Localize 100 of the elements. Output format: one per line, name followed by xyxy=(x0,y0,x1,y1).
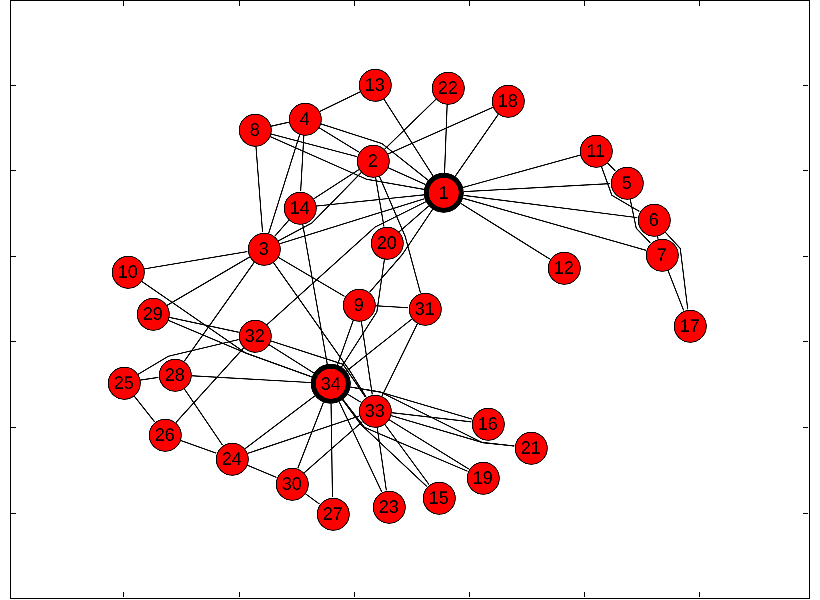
node-circle: 4 xyxy=(288,102,322,136)
edge-line xyxy=(270,136,424,190)
node-circle: 20 xyxy=(370,226,404,260)
edge-line xyxy=(320,123,429,181)
edge-line xyxy=(144,251,248,270)
edge-line xyxy=(280,198,426,245)
edge-line xyxy=(464,183,611,192)
edge-line xyxy=(390,415,515,447)
edge-line xyxy=(391,412,472,423)
node-circle: 9 xyxy=(342,288,376,322)
edge-line xyxy=(463,154,580,188)
node-circle: 24 xyxy=(216,442,248,476)
edge-line xyxy=(256,146,264,233)
edge-line xyxy=(168,316,240,334)
edge-line xyxy=(278,256,346,298)
edge-line xyxy=(388,419,470,470)
node-circle: 25 xyxy=(108,366,140,400)
edge-line xyxy=(270,340,366,398)
edge-line xyxy=(176,348,244,424)
edge-line xyxy=(454,114,500,177)
edge-line xyxy=(378,176,422,294)
node-circle: 22 xyxy=(432,72,464,104)
node-circle: 12 xyxy=(548,252,580,284)
node-circle: 5 xyxy=(610,166,644,200)
node-circle: 33 xyxy=(358,394,392,428)
edge-line xyxy=(360,321,374,395)
edge-line xyxy=(318,127,360,153)
edge-line xyxy=(268,344,314,374)
edge-line xyxy=(375,177,385,227)
edge-line xyxy=(630,199,651,244)
node-circle: 6 xyxy=(638,204,670,236)
edge-line xyxy=(346,318,412,372)
edge-line xyxy=(297,402,324,469)
edge-line xyxy=(342,399,468,472)
edge-line xyxy=(304,493,320,505)
edge-line xyxy=(463,198,646,252)
edge-line xyxy=(338,402,383,492)
edge-line xyxy=(376,427,388,491)
edge-line xyxy=(180,440,217,454)
edge-line xyxy=(184,262,255,362)
edge-line xyxy=(244,396,316,450)
node-circle: 27 xyxy=(316,498,350,530)
edge-line xyxy=(341,259,386,368)
edge-line xyxy=(316,194,424,207)
edge-line xyxy=(270,134,358,158)
edge-line xyxy=(300,135,305,192)
node-circle: 23 xyxy=(372,490,406,524)
edge-line xyxy=(274,220,290,237)
node-circle: 32 xyxy=(238,320,272,352)
node-circle: 1 xyxy=(424,173,464,213)
edge-line xyxy=(369,209,434,293)
node-circle: 16 xyxy=(472,408,504,440)
edge-line xyxy=(668,270,684,311)
edge-line xyxy=(601,166,640,212)
edge-line xyxy=(302,224,328,364)
edge-line xyxy=(278,172,362,242)
edge-line xyxy=(382,324,418,396)
node-circle: 15 xyxy=(422,482,456,514)
edge-line xyxy=(304,421,363,474)
node-circle: 29 xyxy=(136,298,170,330)
edge-line xyxy=(166,256,250,306)
node-circle: 30 xyxy=(276,468,308,500)
edge-line xyxy=(350,386,515,447)
edge-line xyxy=(384,99,437,150)
edge-line xyxy=(246,464,278,478)
edge-line xyxy=(342,400,428,488)
node-circle: 14 xyxy=(284,192,316,224)
edge-line xyxy=(388,107,494,155)
edge-line xyxy=(464,195,638,218)
node-circle: 2 xyxy=(356,144,390,178)
edge-line xyxy=(273,262,367,398)
edge-line xyxy=(383,98,434,176)
edge-line xyxy=(320,92,360,112)
edge-line xyxy=(607,162,616,172)
edge-line xyxy=(268,134,301,234)
node-circle: 11 xyxy=(580,134,612,168)
edge-line xyxy=(191,375,312,384)
node-circle: 3 xyxy=(248,232,280,266)
edge-line xyxy=(384,424,430,486)
node-circle: 10 xyxy=(112,256,144,288)
node-circle: 19 xyxy=(466,462,500,494)
edge-line xyxy=(460,203,550,260)
edge-line xyxy=(266,201,426,326)
edge-line xyxy=(388,167,426,186)
node-circle: 17 xyxy=(674,310,706,342)
edge-line xyxy=(247,416,360,454)
edge-line xyxy=(330,404,334,498)
edge-line xyxy=(664,232,689,310)
edge-line xyxy=(140,377,159,381)
node-circle: 8 xyxy=(238,114,272,146)
edge-line xyxy=(314,169,360,200)
edge-line xyxy=(337,320,354,366)
node-circle: 34 xyxy=(311,364,351,404)
node-circle: 26 xyxy=(148,418,182,452)
node-circle: 21 xyxy=(514,432,548,464)
edge-line xyxy=(348,394,362,403)
edge-line xyxy=(184,388,224,446)
edge-line xyxy=(399,206,430,233)
edge-line xyxy=(444,104,448,174)
node-circle: 28 xyxy=(158,358,192,392)
